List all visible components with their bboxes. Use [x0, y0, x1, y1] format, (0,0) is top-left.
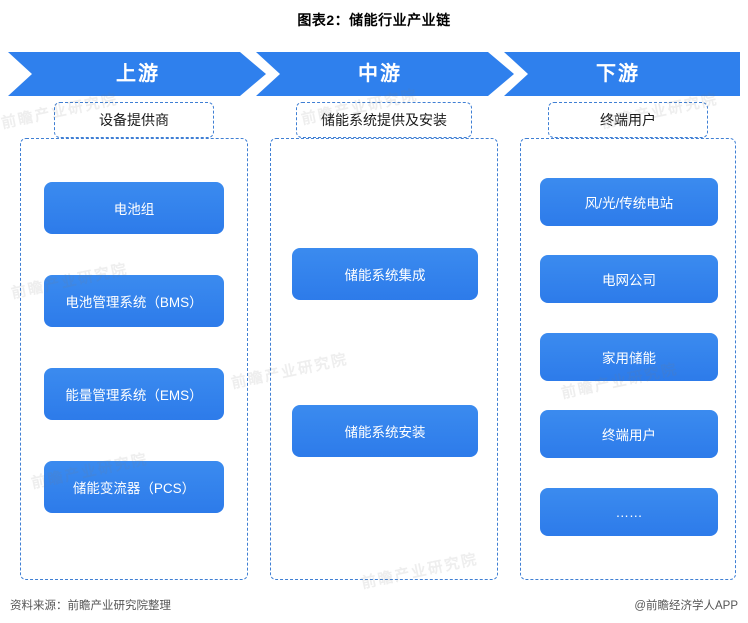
node-battery-pack[interactable]: 电池组	[44, 182, 224, 234]
column-header-system-provider: 储能系统提供及安装	[296, 102, 472, 138]
column-header-end-user: 终端用户	[548, 102, 708, 138]
node-system-installation[interactable]: 储能系统安装	[292, 405, 478, 457]
credit-note: @前瞻经济学人APP	[634, 600, 738, 612]
column-downstream	[520, 138, 736, 580]
column-midstream	[270, 138, 498, 580]
node-more[interactable]: ……	[540, 488, 718, 536]
node-grid-company[interactable]: 电网公司	[540, 255, 718, 303]
node-end-user[interactable]: 终端用户	[540, 410, 718, 458]
node-system-integration[interactable]: 储能系统集成	[292, 248, 478, 300]
page-title: 图表2：储能行业产业链	[297, 12, 451, 28]
node-power-stations[interactable]: 风/光/传统电站	[540, 178, 718, 226]
band-label-midstream: 中游	[358, 63, 402, 85]
node-ems[interactable]: 能量管理系统（EMS）	[44, 368, 224, 420]
column-header-equipment-supplier: 设备提供商	[54, 102, 214, 138]
source-note: 资料来源：前瞻产业研究院整理	[10, 600, 171, 612]
node-pcs[interactable]: 储能变流器（PCS）	[44, 461, 224, 513]
node-home-storage[interactable]: 家用储能	[540, 333, 718, 381]
value-chain-band: 上游 中游 下游	[8, 52, 740, 96]
band-shape	[8, 52, 740, 96]
band-label-upstream: 上游	[116, 63, 160, 85]
node-bms[interactable]: 电池管理系统（BMS）	[44, 275, 224, 327]
column-upstream	[20, 138, 248, 580]
chain-columns: 设备提供商 电池组 电池管理系统（BMS） 能量管理系统（EMS） 储能变流器（…	[8, 102, 740, 580]
band-label-downstream: 下游	[596, 63, 640, 85]
